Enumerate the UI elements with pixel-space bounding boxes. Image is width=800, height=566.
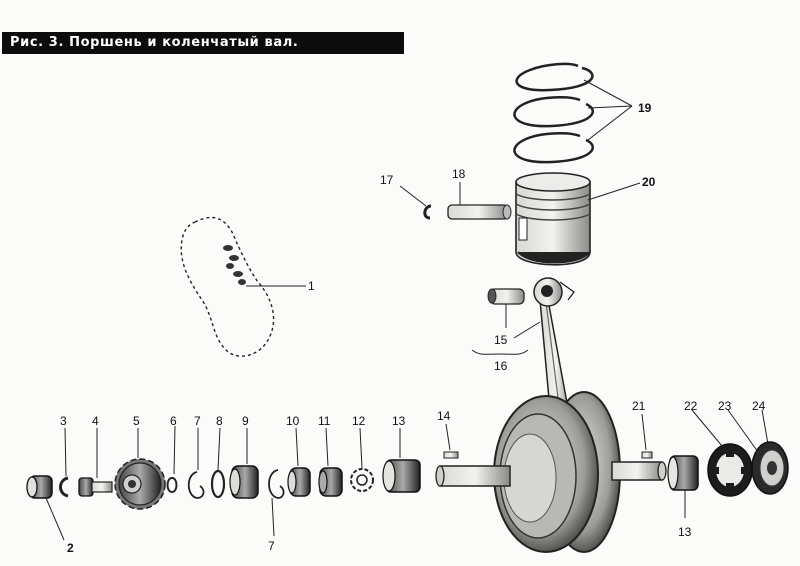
circlip-7a	[187, 428, 205, 499]
bearing-9	[229, 428, 259, 499]
callout-1: 1	[308, 279, 315, 293]
callout-2: 2	[67, 541, 74, 555]
callout-labels: 1 2 3 4 5 6 7 7 8 9 10 11 12 13 13 14 15…	[60, 101, 766, 555]
callout-9: 9	[242, 414, 249, 428]
shaft-key-21	[641, 413, 653, 459]
callout-20: 20	[642, 175, 656, 189]
shaft-key-14	[443, 423, 459, 459]
main-bearing-right	[667, 455, 699, 518]
small-end-bushing	[487, 288, 541, 339]
callout-7-bottom: 7	[268, 539, 275, 553]
callout-8: 8	[216, 414, 223, 428]
callout-24: 24	[752, 399, 766, 413]
callout-22: 22	[684, 399, 698, 413]
callout-19: 19	[638, 101, 652, 115]
lock-ring	[59, 427, 69, 498]
circlip-7b	[268, 469, 285, 537]
washer	[210, 427, 226, 499]
connecting-rod	[533, 277, 575, 433]
figure-title-bar: Рис. 3. Поршень и коленчатый вал.	[2, 32, 404, 54]
bearing-11	[318, 427, 343, 497]
circlip	[399, 185, 432, 220]
piston-rings	[513, 62, 594, 164]
leader-line-20	[587, 182, 641, 201]
callout-7-top: 7	[194, 414, 201, 428]
callout-18: 18	[452, 167, 466, 181]
key	[166, 425, 178, 494]
figure-title: Рис. 3. Поршень и коленчатый вал.	[10, 35, 299, 50]
callout-23: 23	[718, 399, 732, 413]
chain-part	[180, 216, 275, 357]
callout-13-right: 13	[678, 525, 692, 539]
bearing-10	[287, 427, 311, 497]
sprocket	[114, 428, 166, 510]
bracket-16	[471, 349, 529, 355]
lock-washer	[350, 427, 374, 492]
main-bearing-left	[382, 428, 421, 493]
callout-10: 10	[286, 414, 300, 428]
piston	[515, 172, 591, 266]
crankshaft	[435, 391, 667, 553]
callout-3: 3	[60, 414, 67, 428]
callout-4: 4	[92, 414, 99, 428]
callout-21: 21	[632, 399, 646, 413]
callout-16: 16	[494, 359, 508, 373]
callout-11: 11	[318, 414, 331, 428]
leader-lines-19	[583, 79, 633, 141]
oil-seal-22	[691, 409, 753, 497]
callout-12: 12	[352, 414, 366, 428]
callout-15: 15	[494, 333, 508, 347]
callout-17: 17	[380, 173, 394, 187]
piston-pin	[447, 182, 512, 220]
callout-5: 5	[133, 414, 140, 428]
bolt	[78, 428, 113, 497]
callout-13-left: 13	[392, 414, 406, 428]
callout-6: 6	[170, 414, 177, 428]
callout-14: 14	[437, 409, 451, 423]
nut	[26, 475, 65, 541]
seal-cover	[727, 409, 789, 495]
